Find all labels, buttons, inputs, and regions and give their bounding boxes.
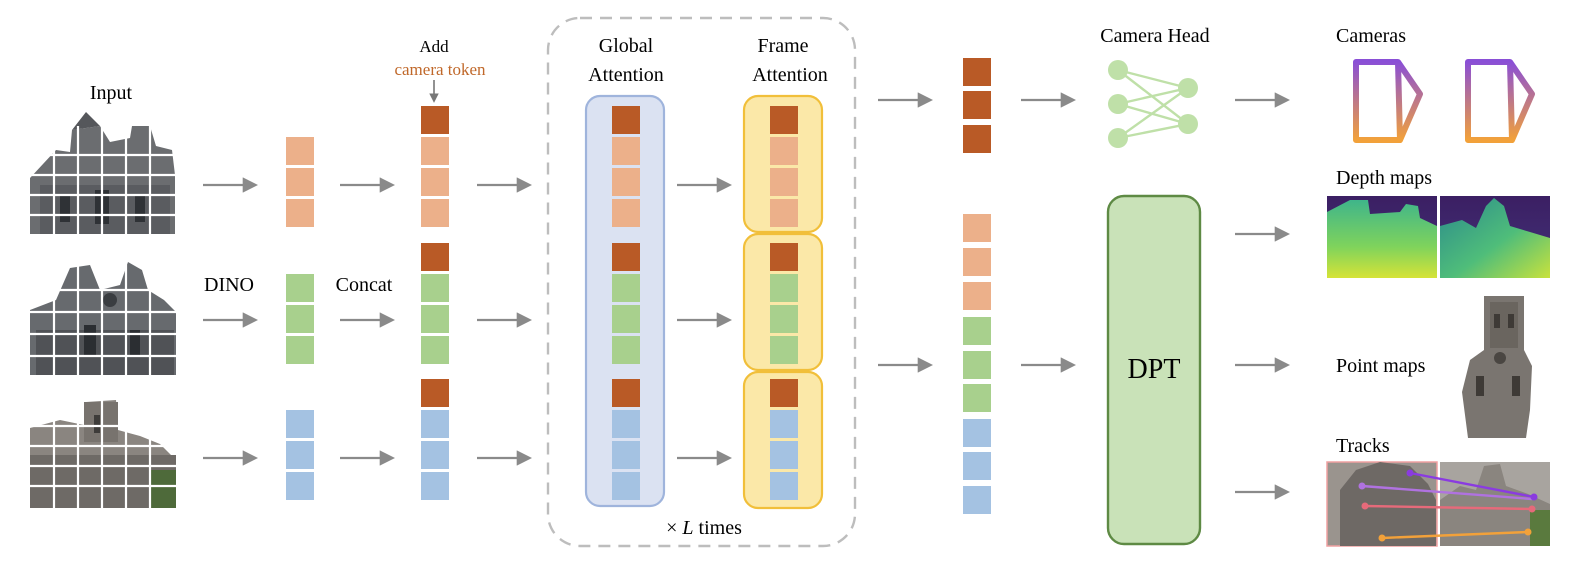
depth-map-image-1 — [1327, 196, 1437, 278]
depth-map-image-2 — [1440, 196, 1550, 278]
dino-tokens — [286, 137, 314, 500]
input-image-2 — [30, 262, 176, 375]
camera-frustum-icon-2 — [1465, 59, 1535, 143]
arrows-heads-to-outputs — [1235, 92, 1291, 500]
arrows-concat-to-attention — [477, 177, 533, 466]
output-image-tokens — [963, 214, 991, 514]
arrows-attention-to-output-tokens — [878, 92, 934, 373]
dpt-label: DPT — [1128, 354, 1181, 385]
frame-attention-label-line2: Attention — [752, 64, 828, 86]
input-image-1 — [30, 112, 175, 234]
repeat-times-label: × L times — [666, 517, 742, 539]
frame-attention-tokens — [770, 106, 798, 500]
cameras-label: Cameras — [1336, 25, 1406, 47]
dpt-block — [1106, 194, 1202, 546]
arrows-input-to-dino — [203, 177, 259, 466]
arrows-dino-to-concat — [340, 177, 396, 466]
camera-head-label: Camera Head — [1100, 25, 1209, 47]
output-camera-tokens — [963, 58, 991, 153]
frame-attention-blocks — [742, 94, 824, 510]
depth-maps-label: Depth maps — [1336, 167, 1432, 189]
attention-repeat-box — [546, 16, 857, 548]
camera-frustum-icon-1 — [1353, 59, 1423, 143]
camera-head-network-icon — [1108, 60, 1198, 148]
add-label: Add — [419, 37, 449, 56]
tracks-label: Tracks — [1336, 435, 1390, 457]
global-attention-tokens — [612, 106, 640, 500]
point-maps-label: Point maps — [1336, 355, 1426, 377]
input-label: Input — [90, 82, 133, 104]
concat-tokens — [421, 106, 449, 500]
tracks-image — [1326, 461, 1550, 547]
global-attention-label-line1: Global — [599, 35, 654, 57]
frame-attention-label-line1: Frame — [757, 35, 808, 57]
concat-label: Concat — [336, 274, 393, 296]
arrows-tokens-to-heads — [1021, 92, 1077, 373]
camera-token-label: camera token — [394, 60, 486, 79]
arrows-global-to-frame — [677, 177, 733, 466]
point-map-image — [1462, 296, 1532, 438]
dino-label: DINO — [204, 274, 254, 296]
input-image-3 — [30, 400, 176, 508]
global-attention-label-line2: Attention — [588, 64, 664, 86]
